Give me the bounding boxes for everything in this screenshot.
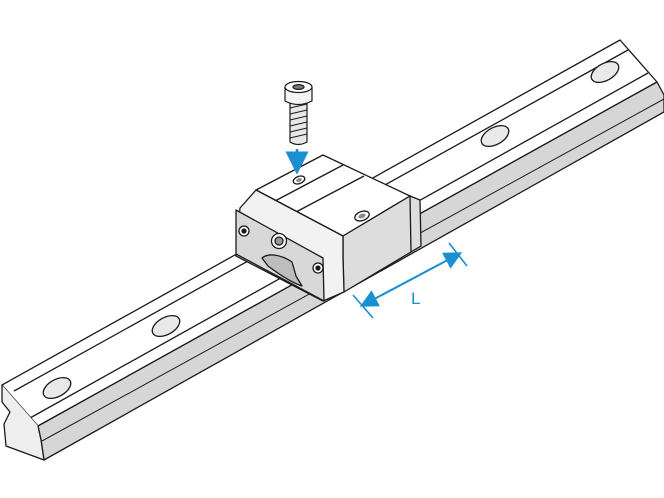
carriage-lube-hole-inner <box>274 236 284 246</box>
carriage-mounting-hole-inner <box>358 213 366 219</box>
cap-screw-socket <box>292 83 305 90</box>
dimension-extension-start <box>352 294 374 319</box>
carriage-end-seal <box>235 209 325 302</box>
rail-mounting-hole <box>42 376 72 400</box>
cap-screw-shank <box>289 98 308 146</box>
rail-mounting-holes <box>42 60 620 400</box>
dimension-label-L: L <box>411 289 420 308</box>
rail-mounting-hole <box>151 314 181 338</box>
end-plate-screw-socket <box>315 265 321 271</box>
rail-mounting-hole <box>480 124 510 148</box>
carriage-side-line <box>409 195 412 253</box>
rail-end-profile <box>1 385 45 461</box>
carriage-rail-cutout <box>261 254 303 287</box>
end-plate-screw-socket <box>241 228 247 234</box>
cap-screw <box>284 80 313 146</box>
guide-carriage <box>235 154 422 302</box>
carriage-top-line <box>274 164 365 213</box>
cap-screw-threads <box>289 103 308 139</box>
rail-mounting-hole <box>590 60 620 84</box>
carriage-mounting-hole-inner <box>296 178 302 182</box>
length-dimension: L <box>352 242 468 319</box>
dimension-extension-end <box>448 242 468 267</box>
dimension-line <box>359 252 463 307</box>
